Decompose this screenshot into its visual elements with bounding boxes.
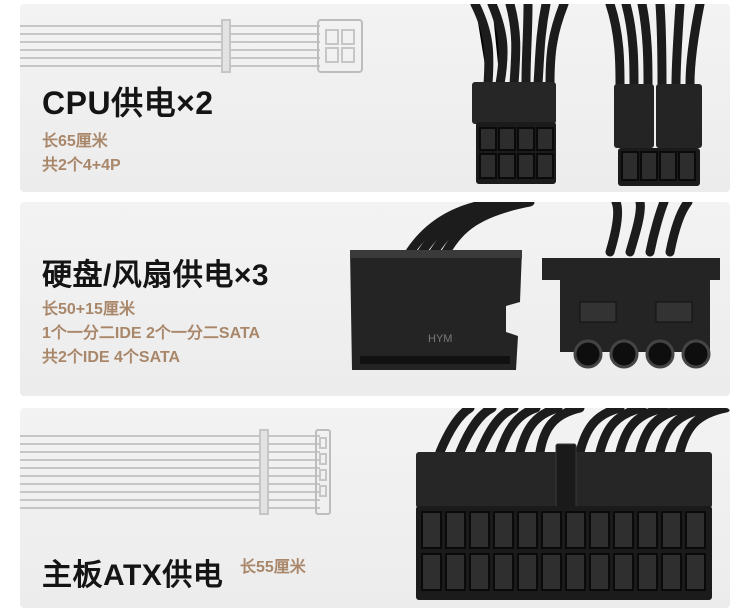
hdd-spec-splitters: 1个一分二IDE 2个一分二SATA	[42, 325, 261, 342]
atx-pin-icon	[421, 511, 442, 549]
atx-cable-illustration	[20, 408, 730, 600]
cpu-spec-count: 共2个4+4P	[42, 157, 121, 174]
cpu-spec-length: 长65厘米	[42, 133, 108, 150]
atx-pin-icon	[565, 553, 586, 591]
atx-pin-icon	[517, 511, 538, 549]
cpu-power-title: CPU供电×2	[42, 85, 214, 121]
atx-24pin-connector-icon	[416, 408, 730, 600]
atx-pin-icon	[589, 553, 610, 591]
atx-pin-icon	[469, 511, 490, 549]
atx-pin-icon	[445, 511, 466, 549]
atx-pin-icon	[589, 511, 610, 549]
atx-power-panel: 主板ATX供电 长55厘米	[20, 408, 730, 608]
atx-pin-icon	[469, 553, 490, 591]
ide-molex-connector-icon	[542, 202, 720, 369]
atx-pin-icon	[565, 511, 586, 549]
atx-pin-icon	[637, 511, 658, 549]
atx-pin-icon	[613, 553, 634, 591]
atx-pin-icon	[493, 511, 514, 549]
atx-pin-icon	[685, 511, 706, 549]
hdd-fan-power-title: 硬盘/风扇供电×3	[42, 259, 270, 292]
atx-pin-icon	[637, 553, 658, 591]
cpu-4plus4-connector-right-icon	[605, 4, 705, 186]
atx-pin-icon	[661, 511, 682, 549]
atx-cable-line-icon	[20, 429, 331, 515]
atx-pin-icon	[661, 553, 682, 591]
atx-pin-icon	[421, 553, 442, 591]
atx-pin-icon	[493, 553, 514, 591]
atx-spec-length: 长55厘米	[240, 559, 306, 576]
atx-pin-icon	[541, 511, 562, 549]
cpu-power-specs: 长65厘米 共2个4+4P	[42, 130, 121, 178]
hdd-spec-length: 长50+15厘米	[42, 301, 135, 318]
atx-pin-icon	[541, 553, 562, 591]
atx-pin-icon	[517, 553, 538, 591]
atx-pin-icon	[685, 553, 706, 591]
hdd-fan-power-specs: 长50+15厘米 1个一分二IDE 2个一分二SATA 共2个IDE 4个SAT…	[42, 298, 260, 370]
cpu-power-panel: CPU供电×2 长65厘米 共2个4+4P	[20, 4, 730, 192]
atx-power-specs: 长55厘米	[240, 556, 306, 580]
atx-pin-icon	[613, 511, 634, 549]
cpu-cable-line-icon	[20, 19, 363, 73]
sata-connector-icon: HYM	[350, 202, 535, 370]
hdd-fan-cable-illustration: HYM	[350, 202, 720, 370]
cpu-8pin-connector-left-icon	[470, 4, 569, 184]
atx-power-title: 主板ATX供电	[42, 559, 224, 592]
hdd-spec-count: 共2个IDE 4个SATA	[42, 349, 181, 366]
hdd-fan-power-panel: HYM 硬盘/风扇供电×3 长50+15厘米 1个一分二IDE 2个一分二SAT…	[20, 202, 730, 396]
cpu-cable-illustration	[20, 4, 705, 186]
atx-pin-icon	[445, 553, 466, 591]
sata-connector-mark: HYM	[428, 333, 452, 345]
